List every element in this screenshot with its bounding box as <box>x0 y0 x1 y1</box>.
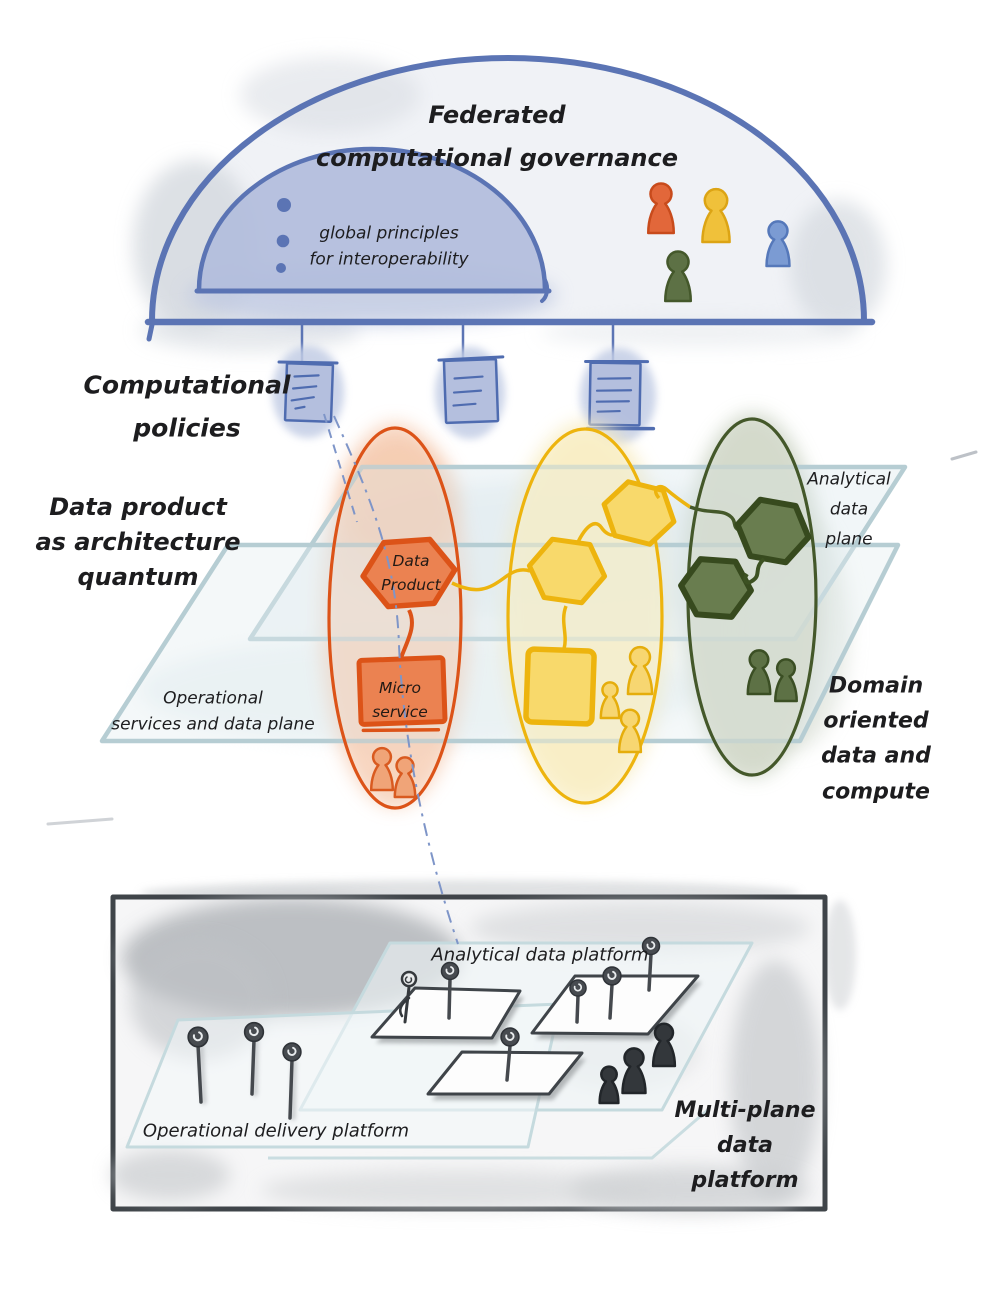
data-product-label: Data Product <box>381 551 441 594</box>
dome-outline <box>149 55 867 324</box>
global-principles-label: global principles for interoperability <box>309 223 469 270</box>
pencil-mark <box>46 817 114 826</box>
domain-oriented-label: Domain oriented data and compute <box>821 673 931 805</box>
governance-title: Federated computational governance <box>315 100 678 172</box>
domain-oval-yellow <box>451 429 690 805</box>
stick-figure-icon <box>399 970 418 1024</box>
pencil-mark <box>950 450 978 461</box>
service-pin-icon <box>243 1021 265 1043</box>
person-pawn-icon <box>598 1065 620 1105</box>
domain-oval-green <box>679 419 816 777</box>
service-table <box>426 1050 584 1096</box>
policy-document-icon <box>277 360 339 424</box>
domain-oval-orange <box>329 428 461 810</box>
mesh-planes-section <box>46 413 978 826</box>
service-table <box>370 986 522 1040</box>
service-pin-icon <box>500 1027 520 1047</box>
dashed-policy-line <box>323 413 358 523</box>
computational-policies-label: Computational policies <box>83 370 291 443</box>
bullet-dot-icon <box>276 234 290 248</box>
service-pin-icon <box>187 1026 209 1048</box>
multi-plane-platform-label: Multi-plane data platform <box>674 1098 816 1194</box>
computational-policies <box>272 323 656 444</box>
service-pin-icon <box>569 979 587 997</box>
analytical-platform-label: Analytical data platform <box>431 944 649 966</box>
policy-enforcement-lines <box>323 413 459 945</box>
service-pin-icon <box>282 1042 302 1062</box>
service-square <box>523 646 597 727</box>
bullet-dot-icon <box>276 263 286 273</box>
architecture-quantum-label: Data product as architecture quantum <box>35 492 241 591</box>
operational-platform-label: Operational delivery platform <box>142 1120 410 1142</box>
person-pawn-icon <box>599 680 621 720</box>
global-principles-dome <box>194 146 552 303</box>
analytical-plane-label: Analytical data plane <box>807 469 891 549</box>
stacked-plane-edge <box>268 1106 711 1160</box>
microservice-box <box>356 655 448 733</box>
policy-document-icon <box>584 359 656 431</box>
hexagon-link <box>451 568 531 592</box>
dash-dot-policy-line <box>333 415 459 945</box>
person-pawn-icon <box>393 755 417 799</box>
operational-plane-label: Operational services and data plane <box>111 688 315 735</box>
platform-pins <box>187 936 661 1121</box>
platform-box <box>110 880 856 1214</box>
governance-dome <box>133 55 886 352</box>
person-pawn-icon <box>773 657 799 703</box>
bullet-dot-icon <box>277 198 291 212</box>
service-pin-icon <box>602 966 622 986</box>
microservice-label: Micro service <box>372 678 428 721</box>
policy-document-icon <box>437 355 505 425</box>
